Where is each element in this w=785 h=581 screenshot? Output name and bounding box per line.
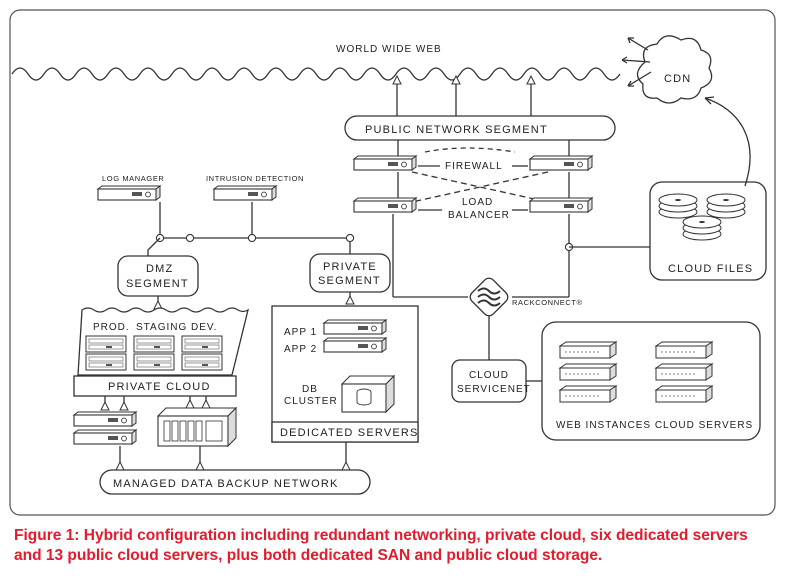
san-storage-icon [156, 406, 238, 448]
intrusion-detection-device [213, 185, 277, 201]
connector-icon [185, 399, 195, 409]
log-manager-label: LOG MANAGER [102, 174, 164, 183]
staging-rack [133, 335, 175, 353]
cloud-server-icon [655, 385, 713, 403]
connector-icon [345, 295, 355, 305]
web-wave [11, 67, 621, 81]
dmz-segment-box [117, 255, 199, 297]
cloud-server-icon [655, 363, 713, 381]
cdn-arrows [621, 37, 652, 87]
prod-rack [85, 335, 127, 353]
figure-caption: Figure 1: Hybrid configuration including… [14, 527, 748, 564]
cloud-servicenet-label-2: SERVICENET [457, 384, 531, 395]
diagram-frame [9, 9, 776, 516]
app2-server [323, 337, 387, 353]
connector-icon [341, 461, 351, 471]
private-cloud-label: PRIVATE CLOUD [108, 381, 211, 393]
load-balancer-label-1: LOAD [462, 197, 493, 208]
dev-rack [181, 353, 223, 371]
dedicated-servers-label: DEDICATED SERVERS [280, 427, 419, 439]
connector-icon [100, 401, 110, 411]
cloud-servicenet-label-1: CLOUD [469, 370, 509, 381]
rackconnect-label: RACKCONNECT® [512, 298, 583, 307]
dev-rack [181, 335, 223, 353]
firewall-device-right [529, 155, 593, 171]
cloud-servicenet-box [451, 359, 527, 403]
cloud-files-label: CLOUD FILES [668, 263, 753, 275]
db-cluster-server [340, 374, 396, 414]
public-network-segment [344, 115, 616, 141]
cloud-server-icon [559, 385, 617, 403]
cdn-label: CDN [664, 73, 691, 85]
connector-icon [119, 401, 129, 411]
private-cloud-server [73, 411, 137, 427]
private-cloud-server [73, 429, 137, 445]
app1-server [323, 319, 387, 335]
cdn-feed-arrow [704, 97, 751, 187]
dmz-label-1: DMZ [146, 263, 173, 275]
dmz-label-2: SEGMENT [126, 278, 189, 290]
app1-label: APP 1 [284, 327, 317, 338]
staging-label: STAGING [136, 322, 187, 333]
managed-backup-label: MANAGED DATA BACKUP NETWORK [113, 478, 339, 490]
public-network-segment-label: PUBLIC NETWORK SEGMENT [365, 124, 548, 136]
network-diagram: WORLD WIDE WEB CDN PUBLIC NETWORK SEGMEN… [9, 9, 776, 516]
load-balancer-right [529, 197, 593, 213]
connector-icon [201, 399, 211, 409]
load-balancer-left [353, 197, 417, 213]
cloud-server-icon [559, 341, 617, 359]
app2-label: APP 2 [284, 344, 317, 355]
private-cloud-bar [73, 375, 237, 397]
log-manager-device [97, 185, 161, 201]
dev-label: DEV. [191, 322, 217, 333]
cdn-cloud-icon [636, 35, 713, 104]
rackconnect-icon [469, 277, 509, 317]
prod-label: PROD. [93, 322, 130, 333]
storage-disk-icon [706, 193, 746, 219]
connector-icon [195, 461, 205, 471]
load-balancer-label-2: BALANCER [448, 210, 510, 221]
storage-disk-icon [658, 193, 698, 219]
db-label-1: DB [302, 384, 318, 395]
world-wide-web-label: WORLD WIDE WEB [336, 44, 442, 55]
private-segment-label-1: PRIVATE [323, 261, 377, 273]
web-instances-label: WEB INSTANCES CLOUD SERVERS [556, 420, 753, 431]
db-label-2: CLUSTER [284, 396, 338, 407]
dedicated-servers-bar [271, 421, 419, 443]
staging-rack [133, 353, 175, 371]
connector-icon [115, 461, 125, 471]
private-segment-label-2: SEGMENT [318, 275, 381, 287]
cloud-server-icon [655, 341, 713, 359]
managed-backup-network [99, 469, 371, 495]
intrusion-detection-label: INTRUSION DETECTION [206, 174, 304, 183]
storage-disk-icon [682, 215, 722, 241]
cloud-server-icon [559, 363, 617, 381]
uplink-arrow-icon [526, 75, 536, 85]
prod-rack [85, 353, 127, 371]
firewall-device-left [353, 155, 417, 171]
firewall-label: FIREWALL [445, 161, 503, 172]
